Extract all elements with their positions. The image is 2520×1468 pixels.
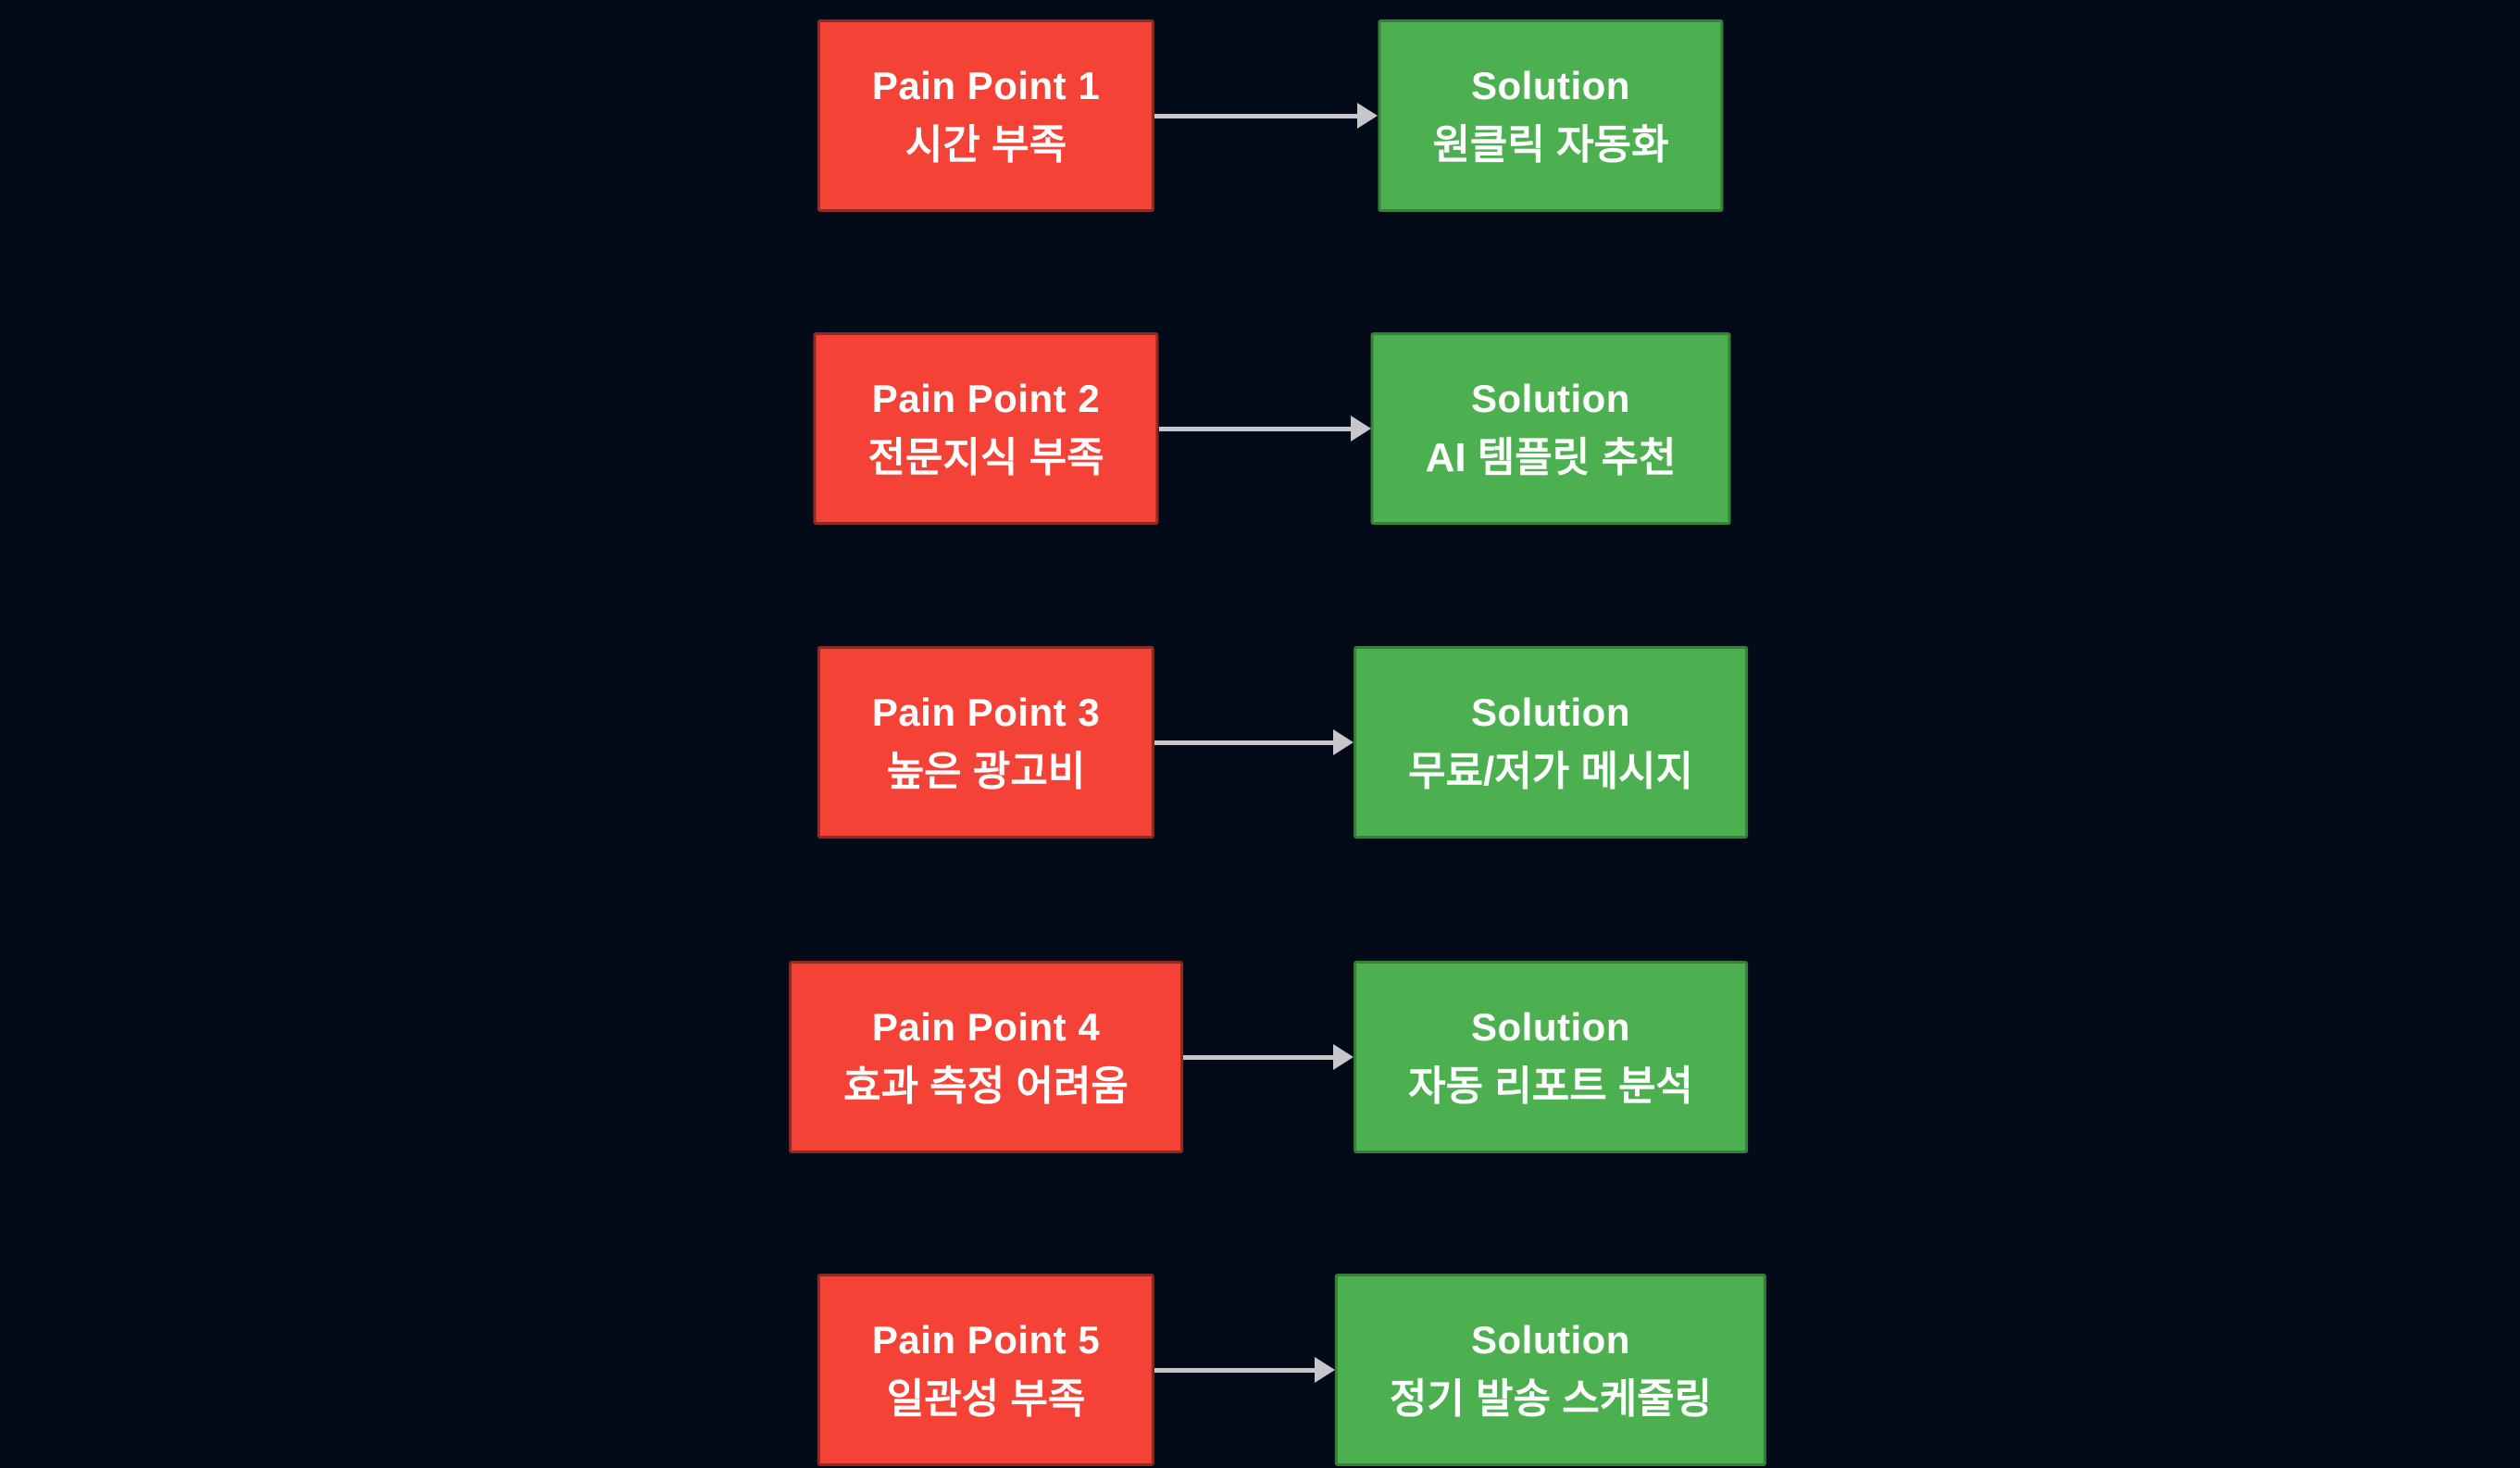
pain-point-text: 높은 광고비 (886, 748, 1086, 794)
solution-title: Solution (1471, 1317, 1630, 1362)
solution-title: Solution (1471, 690, 1630, 734)
pain-point-text: 일관성 부족 (886, 1375, 1086, 1422)
flow-row: Pain Point 5 일관성 부족 Solution 정기 발송 스케줄링 (0, 1274, 2520, 1466)
pain-point-title: Pain Point 1 (871, 63, 1101, 107)
solution-text: 원클릭 자동화 (1432, 121, 1669, 168)
pain-point-title: Pain Point 4 (871, 1004, 1101, 1049)
arrow-shaft (1154, 1367, 1316, 1373)
flow-row: Pain Point 2 전문지식 부족 Solution AI 템플릿 추천 (0, 332, 2520, 525)
arrow-shaft (1158, 426, 1353, 431)
arrow-shaft (1182, 1054, 1336, 1060)
flow-row: Pain Point 1 시간 부족 Solution 원클릭 자동화 (0, 19, 2520, 212)
pain-point-box: Pain Point 2 전문지식 부족 (813, 332, 1159, 525)
solution-box: Solution 무료/저가 메시지 (1354, 646, 1748, 839)
flow-row: Pain Point 3 높은 광고비 Solution 무료/저가 메시지 (0, 646, 2520, 839)
solution-text: 정기 발송 스케줄링 (1389, 1375, 1713, 1422)
pain-point-title: Pain Point 5 (871, 1317, 1101, 1362)
arrow-head-icon (1333, 1044, 1354, 1070)
solution-text: 자동 리포트 분석 (1408, 1063, 1693, 1109)
pain-point-text: 전문지식 부족 (867, 434, 1104, 480)
solution-text: AI 템플릿 추천 (1425, 434, 1677, 480)
pain-point-box: Pain Point 3 높은 광고비 (817, 646, 1155, 839)
arrow-head-icon (1314, 1357, 1335, 1383)
pain-point-text: 시간 부족 (904, 121, 1067, 168)
pain-point-title: Pain Point 3 (871, 690, 1101, 734)
solution-title: Solution (1471, 1004, 1630, 1049)
flow-row: Pain Point 4 효과 측정 어려움 Solution 자동 리포트 분… (0, 961, 2520, 1153)
arrow-shaft (1154, 113, 1360, 118)
pain-point-box: Pain Point 5 일관성 부족 (817, 1274, 1155, 1466)
solution-box: Solution 정기 발송 스케줄링 (1334, 1274, 1767, 1466)
solution-box: Solution AI 템플릿 추천 (1370, 332, 1731, 525)
solution-title: Solution (1471, 63, 1630, 107)
arrow-head-icon (1333, 729, 1354, 755)
solution-box: Solution 자동 리포트 분석 (1354, 961, 1748, 1153)
solution-box: Solution 원클릭 자동화 (1378, 19, 1724, 212)
solution-title: Solution (1471, 376, 1630, 420)
pain-point-title: Pain Point 2 (871, 376, 1101, 420)
arrow-head-icon (1357, 103, 1379, 129)
solution-text: 무료/저가 메시지 (1408, 748, 1693, 794)
pain-point-text: 효과 측정 어려움 (843, 1063, 1129, 1109)
pain-point-box: Pain Point 4 효과 측정 어려움 (789, 961, 1183, 1153)
arrow-shaft (1154, 740, 1336, 745)
arrow-head-icon (1350, 416, 1371, 442)
pain-point-box: Pain Point 1 시간 부족 (817, 19, 1155, 212)
